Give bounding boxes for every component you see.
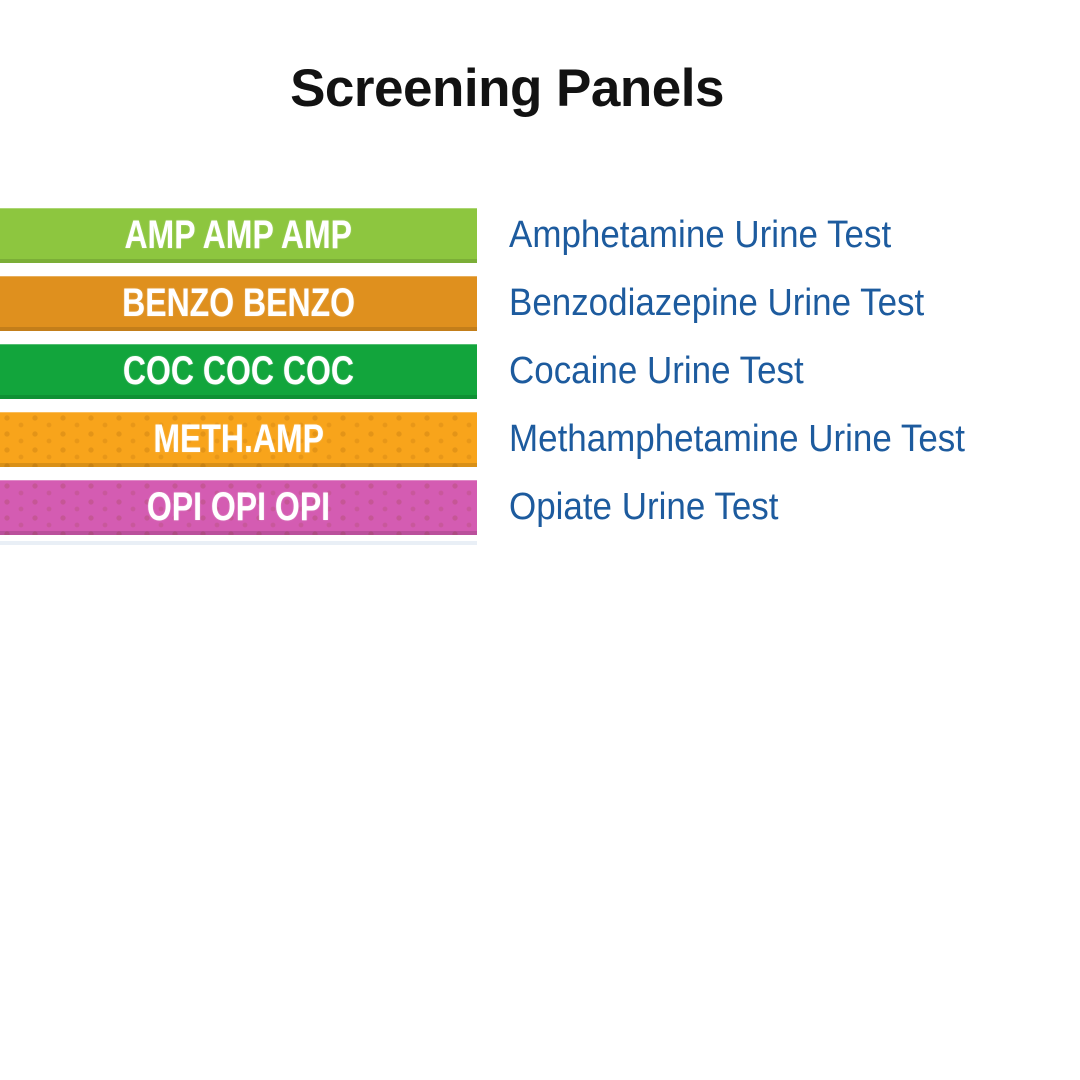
benzo-color-band: BENZO BENZO (0, 276, 477, 331)
methamp-band-label: METH.AMP (153, 417, 324, 461)
methamp-color-band: METH.AMP (0, 412, 477, 467)
amp-test-name: Amphetamine Urine Test (509, 214, 892, 256)
panel-row-amp: AMP AMP AMP Amphetamine Urine Test (0, 208, 1080, 263)
panel-row-coc: COC COC COC Cocaine Urine Test (0, 344, 1080, 399)
opi-test-name: Opiate Urine Test (509, 486, 779, 528)
amp-color-band: AMP AMP AMP (0, 208, 477, 263)
opi-color-band: OPI OPI OPI (0, 480, 477, 535)
panel-row-opi: OPI OPI OPI Opiate Urine Test (0, 480, 1080, 535)
methamp-test-name: Methamphetamine Urine Test (509, 418, 966, 460)
coc-color-band: COC COC COC (0, 344, 477, 399)
opi-band-label: OPI OPI OPI (146, 485, 331, 529)
panel-row-methamp: METH.AMP Methamphetamine Urine Test (0, 412, 1080, 467)
amp-band-label: AMP AMP AMP (124, 213, 353, 257)
panel-row-benzo: BENZO BENZO Benzodiazepine Urine Test (0, 276, 1080, 331)
cropped-band-sliver (0, 541, 477, 545)
benzo-band-label: BENZO BENZO (122, 281, 355, 325)
page-title: Screening Panels (290, 59, 724, 118)
panel-list: AMP AMP AMP Amphetamine Urine Test BENZO… (0, 208, 1080, 548)
coc-band-label: COC COC COC (122, 349, 355, 393)
coc-test-name: Cocaine Urine Test (509, 350, 804, 392)
benzo-test-name: Benzodiazepine Urine Test (509, 282, 925, 324)
